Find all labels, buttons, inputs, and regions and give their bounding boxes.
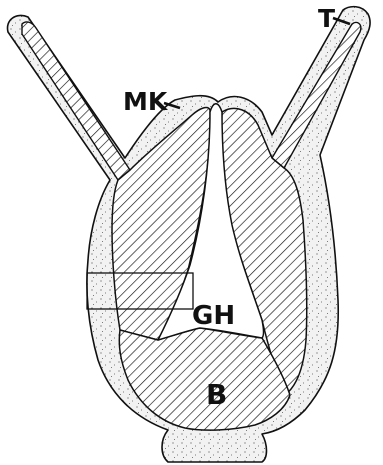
left-horn-layer	[22, 22, 130, 180]
t-label: T	[318, 6, 335, 31]
gh-label: GH	[192, 303, 235, 329]
b-label: B	[206, 381, 227, 409]
mk-label: MK	[123, 89, 167, 114]
